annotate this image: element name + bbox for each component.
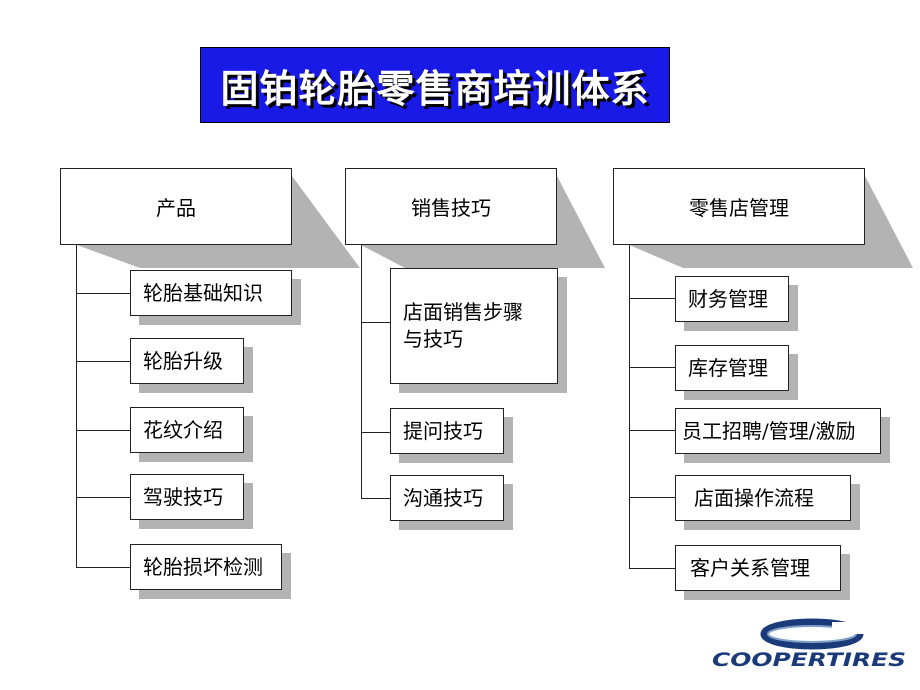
connector-branch: [629, 497, 675, 498]
column-header-label: 零售店管理: [689, 196, 789, 220]
column-header-store-management: 零售店管理: [613, 168, 865, 245]
node-store-operation-process: 店面操作流程: [675, 475, 851, 521]
connector-branch: [76, 567, 130, 568]
connector-branch: [361, 498, 391, 499]
node-financial-management: 财务管理: [675, 276, 789, 322]
node-label: 驾驶技巧: [143, 484, 223, 509]
column-header-label: 销售技巧: [411, 196, 491, 220]
column-header-sales-skills: 销售技巧: [345, 168, 557, 245]
connector-branch: [629, 298, 675, 299]
connector-branch: [629, 430, 675, 431]
diagram-title-box: 固铂轮胎零售商培训体系: [200, 47, 670, 123]
node-tread-pattern: 花纹介绍: [130, 407, 244, 453]
node-label: 员工招聘/管理/激励: [682, 418, 856, 443]
node-tire-basics: 轮胎基础知识: [130, 270, 292, 316]
connector-vertical-2: [361, 245, 362, 498]
connector-branch: [361, 322, 391, 323]
column-header-product: 产品: [60, 168, 292, 245]
cooper-swoosh-icon: [760, 618, 866, 650]
node-label: 店面操作流程: [694, 485, 814, 510]
column-header-label: 产品: [156, 196, 196, 220]
node-label: 库存管理: [688, 355, 768, 380]
node-label: 店面销售步骤与技巧: [403, 300, 523, 351]
node-customer-relationship: 客户关系管理: [675, 545, 841, 591]
node-inventory-management: 库存管理: [675, 345, 789, 391]
node-store-sales-steps: 店面销售步骤与技巧: [390, 268, 558, 384]
node-tire-upgrade: 轮胎升级: [130, 338, 244, 384]
node-label: 财务管理: [688, 286, 768, 311]
node-label: 轮胎升级: [143, 348, 223, 373]
node-label: 提问技巧: [403, 418, 483, 443]
node-tire-damage-inspection: 轮胎损坏检测: [130, 544, 282, 590]
connector-vertical-3: [629, 245, 630, 569]
connector-branch: [76, 361, 130, 362]
node-label: 轮胎基础知识: [143, 280, 263, 305]
diagram-title: 固铂轮胎零售商培训体系: [220, 66, 650, 111]
connector-branch: [76, 497, 130, 498]
connector-branch: [629, 568, 675, 569]
connector-branch: [76, 293, 130, 294]
node-label: 轮胎损坏检测: [143, 554, 263, 579]
node-questioning-skills: 提问技巧: [390, 408, 504, 454]
node-driving-skills: 驾驶技巧: [130, 474, 244, 520]
connector-branch: [361, 432, 391, 433]
node-label: 花纹介绍: [143, 417, 223, 442]
connector-vertical-1: [76, 245, 77, 567]
logo-wordmark: COOPERTIRES: [712, 649, 906, 671]
connector-branch: [629, 367, 675, 368]
connector-branch: [76, 430, 130, 431]
node-communication-skills: 沟通技巧: [390, 475, 504, 521]
node-label: 沟通技巧: [403, 485, 483, 510]
node-label: 客户关系管理: [690, 555, 810, 580]
node-staff-management: 员工招聘/管理/激励: [675, 408, 881, 454]
cooper-tires-logo: COOPERTIRES: [712, 618, 906, 671]
